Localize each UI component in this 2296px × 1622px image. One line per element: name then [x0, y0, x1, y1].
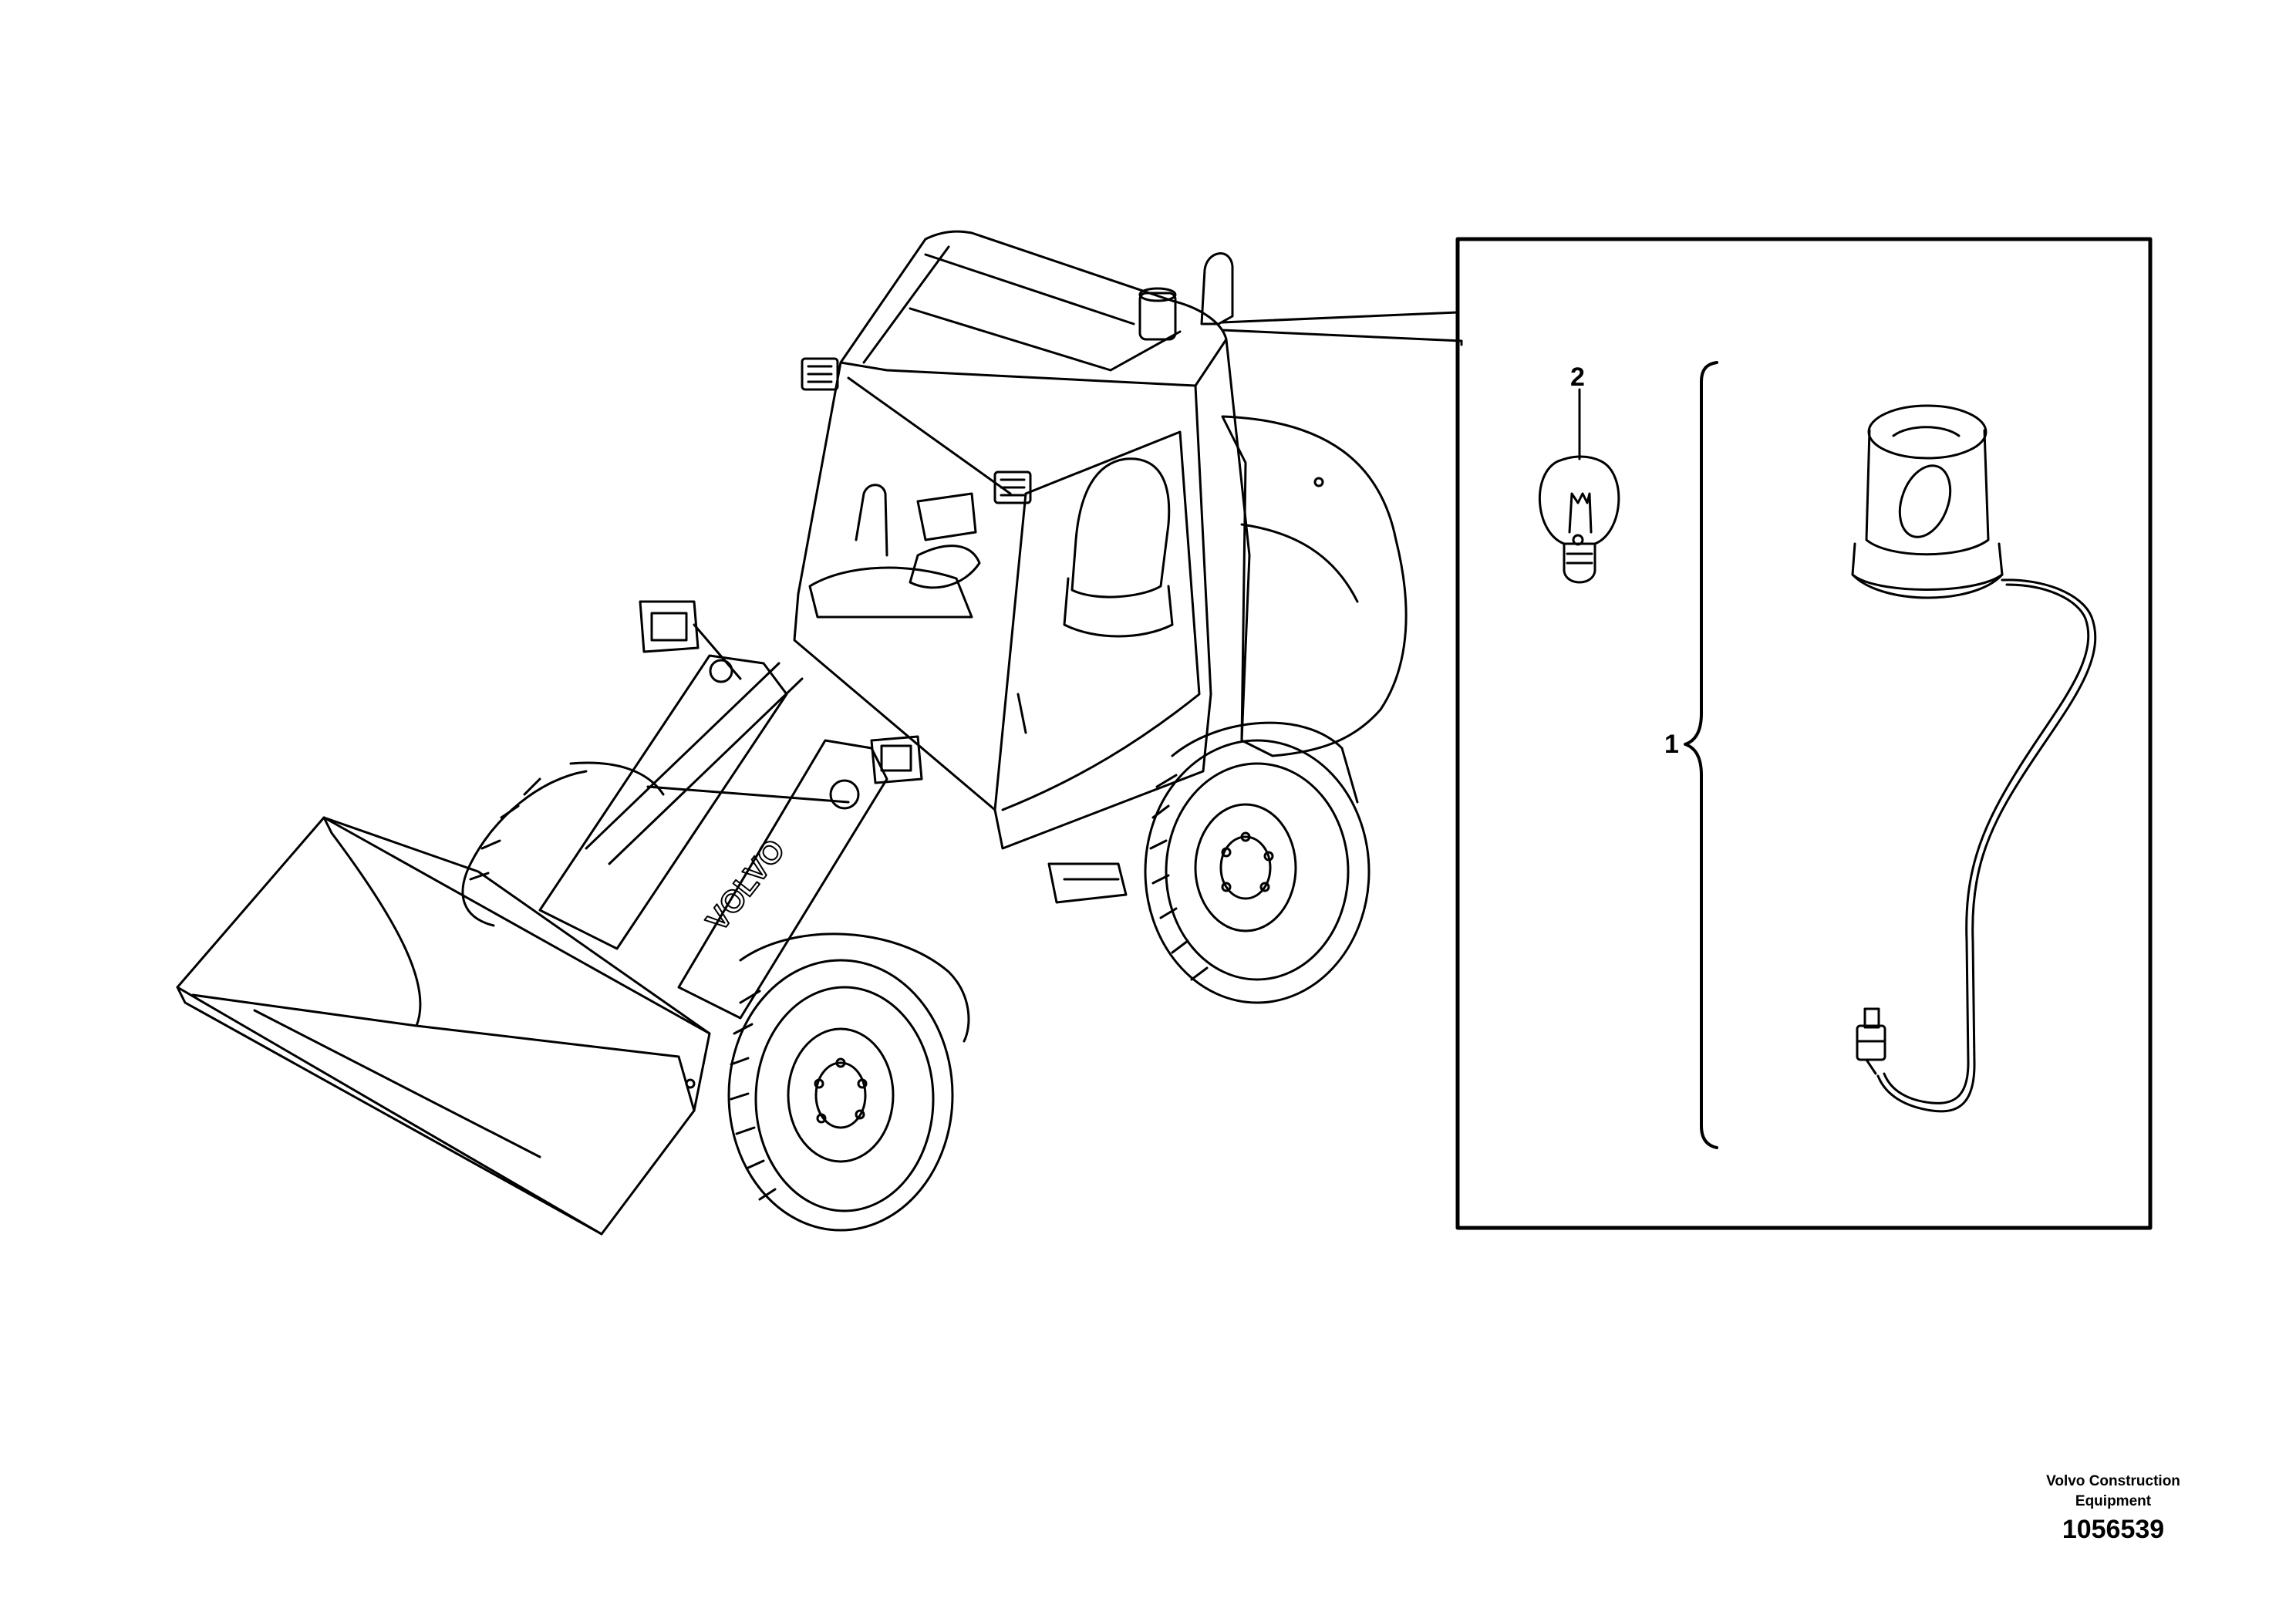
callout-label-1: 1: [1664, 730, 1679, 759]
cab-rear-pillar: [1225, 338, 1251, 742]
lift-arm-left: [538, 654, 788, 950]
console-box: [916, 492, 977, 541]
callout-label-2: 2: [1570, 363, 1585, 392]
light-grille: [807, 365, 1026, 497]
cab-roof: [839, 230, 1228, 387]
brand-name-line2: Equipment: [2075, 1493, 2152, 1509]
arm-brand-decal: VOLVO: [700, 833, 791, 937]
front-wheel-near: [727, 959, 954, 1232]
arm-crossbeam: [646, 785, 850, 804]
front-work-light-right: [993, 470, 1032, 504]
tilt-cylinder: [585, 662, 804, 865]
rear-fender: [1171, 721, 1359, 804]
callout-1-brace: [1684, 361, 1718, 1149]
roof-rib-2: [862, 245, 950, 364]
cab-front-pillar-left: [797, 361, 842, 595]
loader-bucket: [176, 816, 711, 1236]
bulb-illustration: [1538, 455, 1620, 584]
rear-step: [1047, 862, 1128, 904]
seat-cushion: [1063, 577, 1174, 638]
arm-pivot: [829, 779, 860, 810]
mirror-left-glass: [650, 612, 688, 642]
cab-window-line: [847, 376, 1012, 495]
cab-mid-pillar: [1194, 384, 1212, 696]
wheel-loader-illustration: VOLVO: [176, 230, 1408, 1236]
document-number: 1056539: [2062, 1515, 2165, 1544]
cab-door-frame: [1001, 430, 1201, 811]
mirror-right-glass: [880, 744, 912, 772]
dash-console: [808, 566, 973, 619]
arm-pivot-2: [709, 659, 733, 683]
steering-column: [909, 545, 981, 589]
detail-leader-lower: [1221, 329, 1463, 346]
roof-panel: [909, 307, 1182, 372]
front-wheel-far: [461, 761, 665, 927]
exhaust-pipe: [1200, 252, 1234, 325]
roof-beacon-small: [1138, 292, 1177, 341]
door-handle: [1017, 693, 1027, 734]
beacon-illustration: [1851, 404, 2097, 1113]
detail-frame: [1455, 237, 2153, 1230]
operator-seat: [1070, 457, 1171, 599]
rear-wheel: [1144, 739, 1371, 1004]
cab-lower-body: [793, 592, 1212, 850]
lift-arm-right: [677, 739, 888, 1020]
hood-bolt: [1313, 477, 1324, 487]
hood-line: [1240, 523, 1359, 603]
side-mirror-right: [870, 735, 923, 784]
detail-leader-upper: [1221, 307, 1459, 324]
control-lever: [855, 484, 888, 557]
brand-block: Volvo Construction Equipment 1056539: [2021, 1472, 2206, 1545]
roof-beacon-top: [1138, 287, 1177, 302]
brand-name-line1: Volvo Construction: [2046, 1473, 2180, 1489]
side-mirror-left: [639, 600, 742, 680]
roof-rib: [924, 253, 1135, 325]
cab-front-pillar-right: [993, 492, 1027, 811]
engine-hood: [1221, 415, 1408, 757]
